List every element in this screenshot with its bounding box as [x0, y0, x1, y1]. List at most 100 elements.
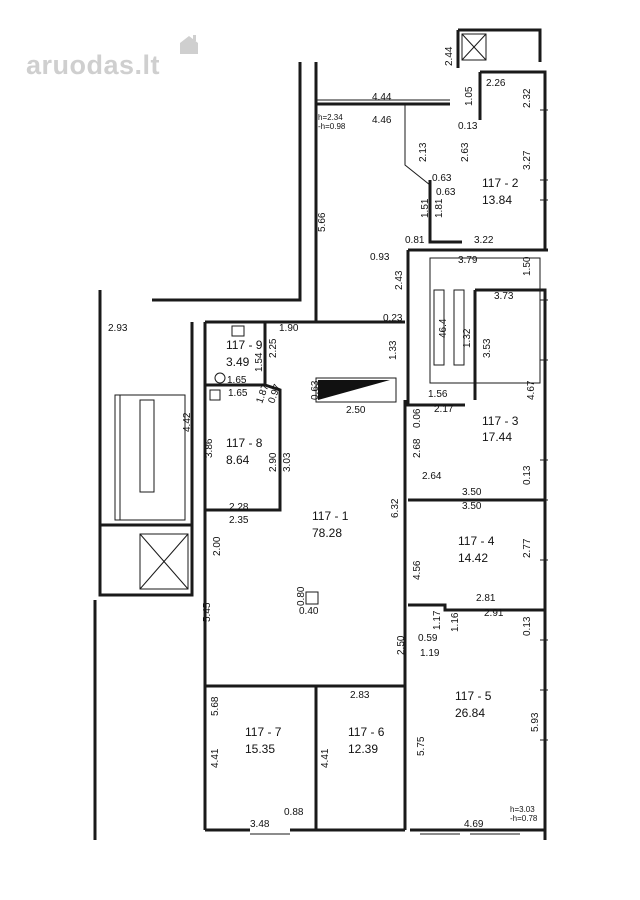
dimension: 1.90 [279, 323, 299, 334]
dimension: 4.46 [372, 115, 392, 126]
dimension: 46.4 [438, 318, 449, 338]
dimension: 1.05 [464, 86, 475, 106]
dimension: 0.88 [284, 807, 304, 818]
dimension: 1.50 [522, 256, 533, 276]
height-note: h=2.34 [318, 113, 343, 122]
height-note: -h=0.98 [318, 122, 346, 131]
dimension: 3.79 [458, 255, 478, 266]
dimension: 2.50 [396, 635, 407, 655]
dimension: 3.48 [250, 819, 270, 830]
dimension: 2.90 [268, 452, 279, 472]
details [114, 33, 548, 835]
dimension: 2.83 [350, 690, 370, 701]
room-area: 8.64 [226, 453, 250, 467]
watermark-logo: aruodas.lt [26, 50, 160, 81]
room-id: 117 - 2 [482, 176, 519, 190]
dimension: 2.43 [394, 270, 405, 290]
dimension: 2.93 [108, 323, 128, 334]
dimension-labels: 2.44 2.26 1.05 2.32 4.44 4.46 0.13 2.13 … [108, 46, 541, 830]
room-id: 117 - 9 [226, 338, 263, 352]
room-area: 12.39 [348, 742, 378, 756]
dimension: 4.69 [464, 819, 484, 830]
dimension: 1.32 [462, 328, 473, 348]
dimension: 2.25 [268, 338, 279, 358]
dimension: 2.35 [229, 515, 249, 526]
walls [93, 28, 548, 840]
dimension: 1.81 [434, 198, 445, 218]
dimension: 4.41 [320, 748, 331, 768]
dimension: 2.44 [444, 46, 455, 66]
dimension: 0.63 [432, 173, 452, 184]
dimension: 1.51 [420, 198, 431, 218]
dimension: 2.63 [460, 142, 471, 162]
dimension: 1.54 [254, 352, 265, 372]
dimension: 3.03 [282, 452, 293, 472]
dimension: 0.63 [310, 380, 321, 400]
dimension: 5.45 [202, 602, 213, 622]
dimension: 0.06 [412, 408, 423, 428]
room-labels: 117 - 2 13.84 117 - 9 3.49 117 - 8 8.64 … [226, 176, 519, 756]
dimension: 2.77 [522, 538, 533, 558]
dimension: 2.32 [522, 88, 533, 108]
room-id: 117 - 1 [312, 509, 349, 523]
dimension: 0.80 [296, 586, 307, 606]
room-area: 14.42 [458, 551, 488, 565]
dimension: 3.73 [494, 291, 514, 302]
dimension: 0.63 [436, 187, 456, 198]
dimension: 1.19 [420, 648, 440, 659]
dimension: 5.75 [416, 736, 427, 756]
height-notes: h=2.34 -h=0.98 h=3.03 -h=0.78 [318, 113, 538, 823]
dimension: 0.13 [522, 465, 533, 485]
dimension: 1.16 [450, 612, 461, 632]
house-icon [180, 35, 198, 54]
dimension: 4.42 [182, 412, 193, 432]
dimension: 2.64 [422, 471, 442, 482]
dimension: 2.91 [484, 608, 504, 619]
dimension: 2.68 [412, 438, 423, 458]
room-area: 13.84 [482, 193, 512, 207]
dimension: 0.40 [299, 606, 319, 617]
room-id: 117 - 5 [455, 689, 492, 703]
dimension: 2.28 [229, 502, 249, 513]
dimension: 1.65 [227, 375, 247, 386]
room-id: 117 - 7 [245, 725, 282, 739]
room-id: 117 - 8 [226, 436, 263, 450]
dimension: 1.33 [388, 340, 399, 360]
dimension: 3.22 [474, 235, 494, 246]
room-area: 26.84 [455, 706, 485, 720]
dimension: 2.50 [346, 405, 366, 416]
dimension: 6.32 [390, 498, 401, 518]
dimension: 0.13 [458, 121, 478, 132]
dimension: 4.44 [372, 92, 392, 103]
dimension: 4.67 [526, 380, 537, 400]
dimension: 2.13 [418, 142, 429, 162]
dimension: 3.27 [522, 150, 533, 170]
dimension: 5.68 [210, 696, 221, 716]
room-area: 78.28 [312, 526, 342, 540]
dimension: 3.50 [462, 487, 482, 498]
dimension: 5.66 [317, 212, 328, 232]
room-id: 117 - 6 [348, 725, 385, 739]
dimension: 0.93 [370, 252, 390, 263]
dimension: 3.50 [462, 501, 482, 512]
dimension: 4.41 [210, 748, 221, 768]
dimension: 0.81 [405, 235, 425, 246]
height-note: -h=0.78 [510, 814, 538, 823]
room-id: 117 - 4 [458, 534, 495, 548]
room-area: 15.35 [245, 742, 275, 756]
dimension: 2.00 [212, 536, 223, 556]
dimension: 1.17 [432, 610, 443, 630]
dimension: 0.59 [418, 633, 438, 644]
height-note: h=3.03 [510, 805, 535, 814]
dimension: 2.26 [486, 78, 506, 89]
dimension: 1.65 [228, 388, 248, 399]
dimension: 2.81 [476, 593, 496, 604]
room-area: 17.44 [482, 430, 512, 444]
dimension: 0.23 [383, 313, 403, 324]
room-area: 3.49 [226, 355, 250, 369]
dimension: 2.17 [434, 404, 454, 415]
dimension: 4.56 [412, 560, 423, 580]
dimension: 1.56 [428, 389, 448, 400]
room-id: 117 - 3 [482, 414, 519, 428]
